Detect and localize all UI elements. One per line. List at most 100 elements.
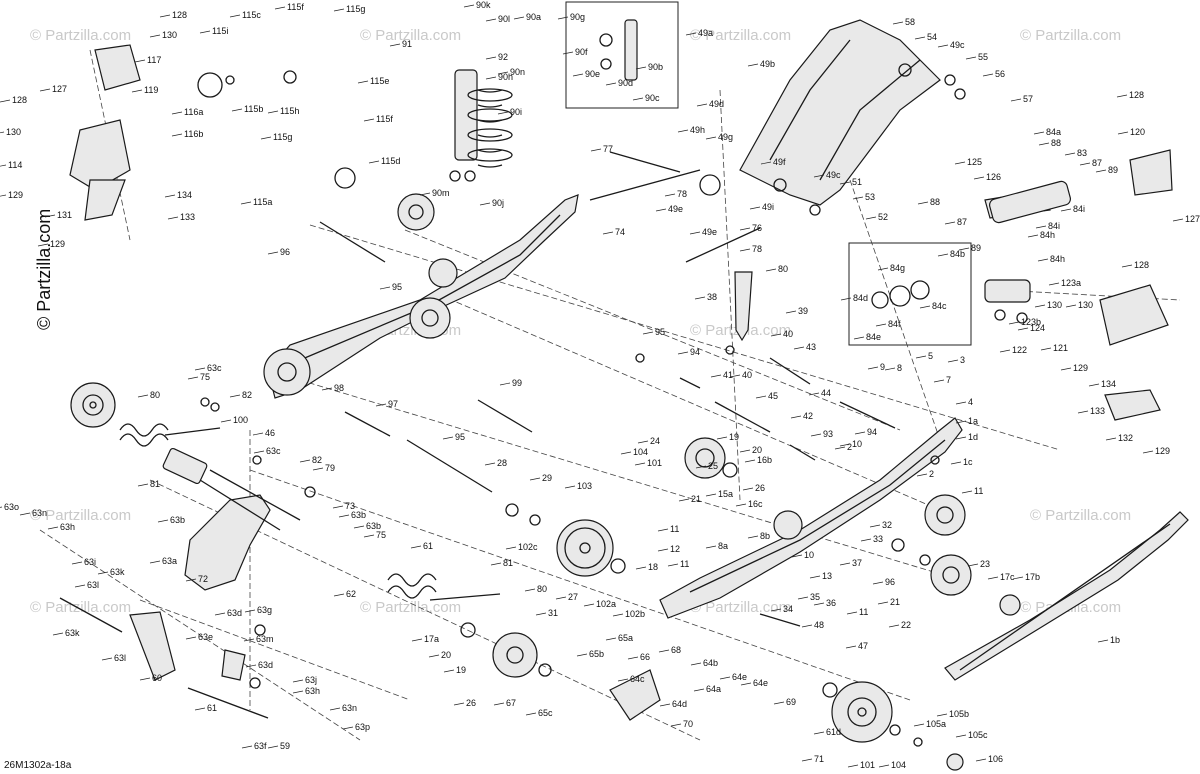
callout-label: 19 [729,432,739,442]
callout-label: 102c [518,542,538,552]
watermark-text: © Partzilla.com [360,27,461,44]
callout-leader-line [878,764,890,768]
callout-label: 45 [768,391,778,401]
callout-leader-line [973,176,985,180]
callout: 11 [657,524,679,534]
callout-label: 1c [963,457,973,467]
callout: 7 [933,375,951,385]
callout-leader-line [332,505,344,509]
callout-leader-line [368,160,380,164]
callout-leader-line [274,6,286,10]
callout-label: 84e [866,332,881,342]
callout-label: 1a [968,416,978,426]
callout-leader-line [847,764,859,768]
callout-label: 65a [618,633,633,643]
callout-leader-line [97,571,109,575]
callout-leader-line [801,758,813,762]
callout-leader-line [685,32,697,36]
callout: 54 [914,32,937,42]
callout: 130 [0,127,21,137]
callout: 1a [955,416,978,426]
callout: 36 [813,598,836,608]
callout: 129 [1060,363,1088,373]
callout-leader-line [0,99,11,103]
callout: 59 [267,741,290,751]
watermark-text: © Partzilla.com [1030,507,1131,524]
callout-label: 63o [4,502,19,512]
callout-label: 49c [950,40,965,50]
callout: 84f [875,319,901,329]
callout-leader-line [231,108,243,112]
callout: 8a [705,541,728,551]
callout-label: 63c [266,446,281,456]
callout-label: 63d [227,608,242,618]
callout-leader-line [453,702,465,706]
callout: 81 [137,479,160,489]
callout: 64d [659,699,687,709]
callout-label: 88 [1051,138,1061,148]
callout-leader-line [1117,131,1129,135]
callout-leader-line [658,649,670,653]
callout: 16c [735,499,763,509]
callout-leader-line [185,578,197,582]
callout-label: 70 [683,719,693,729]
watermark-text: © Partzilla.com [1020,27,1121,44]
callout-label: 24 [650,436,660,446]
callout: 35 [797,592,820,602]
callout: 79 [312,463,335,473]
callout-label: 84b [950,249,965,259]
callout-label: 90c [645,93,660,103]
callout-leader-line [839,443,851,447]
callout-leader-line [131,89,143,93]
callout: 115f [363,114,393,124]
callout: 63h [292,686,320,696]
callout: 94 [677,347,700,357]
callout-leader-line [860,538,872,542]
callout-leader-line [695,465,707,469]
callout: 128 [0,95,27,105]
callout-label: 10 [852,439,862,449]
callout-label: 76 [752,223,762,233]
callout: 9 [867,362,885,372]
callout-label: 1b [1110,635,1120,645]
callout: 124 [1017,323,1045,333]
callout: 47 [845,641,868,651]
callout: 94 [854,427,877,437]
callout: 65a [605,633,633,643]
callout-label: 59 [280,741,290,751]
callout: 84b [937,249,965,259]
callout-leader-line [854,431,866,435]
callout-leader-line [739,227,751,231]
callout-label: 21 [691,494,701,504]
callout: 57 [1010,94,1033,104]
callout-leader-line [1097,639,1109,643]
callout-leader-line [1010,98,1022,102]
callout-leader-line [1116,94,1128,98]
callout-leader-line [101,657,113,661]
callout-leader-line [267,251,279,255]
callout-label: 129 [50,239,65,249]
callout-label: 63d [258,660,273,670]
callout: 4 [955,397,973,407]
rear-swing-arm [739,19,1051,219]
callout: 38 [694,292,717,302]
callout-leader-line [937,44,949,48]
callout-label: 122 [1012,345,1027,355]
callout: 51 [839,177,862,187]
callout: 101 [847,760,875,770]
callout-leader-line [744,459,756,463]
callout: 129 [1142,446,1170,456]
callout-leader-line [965,56,977,60]
callout: 122 [999,345,1027,355]
callout-label: 114 [8,160,22,170]
callout-leader-line [875,323,887,327]
callout-label: 89 [1108,165,1118,175]
callout-leader-line [0,131,5,134]
callout: 90c [632,93,660,103]
callout-label: 18 [648,562,658,572]
callout-label: 121 [1053,343,1068,353]
callout-leader-line [1060,367,1072,371]
callout: 41 [710,370,733,380]
callout: 105a [913,719,946,729]
callout-leader-line [919,305,931,309]
